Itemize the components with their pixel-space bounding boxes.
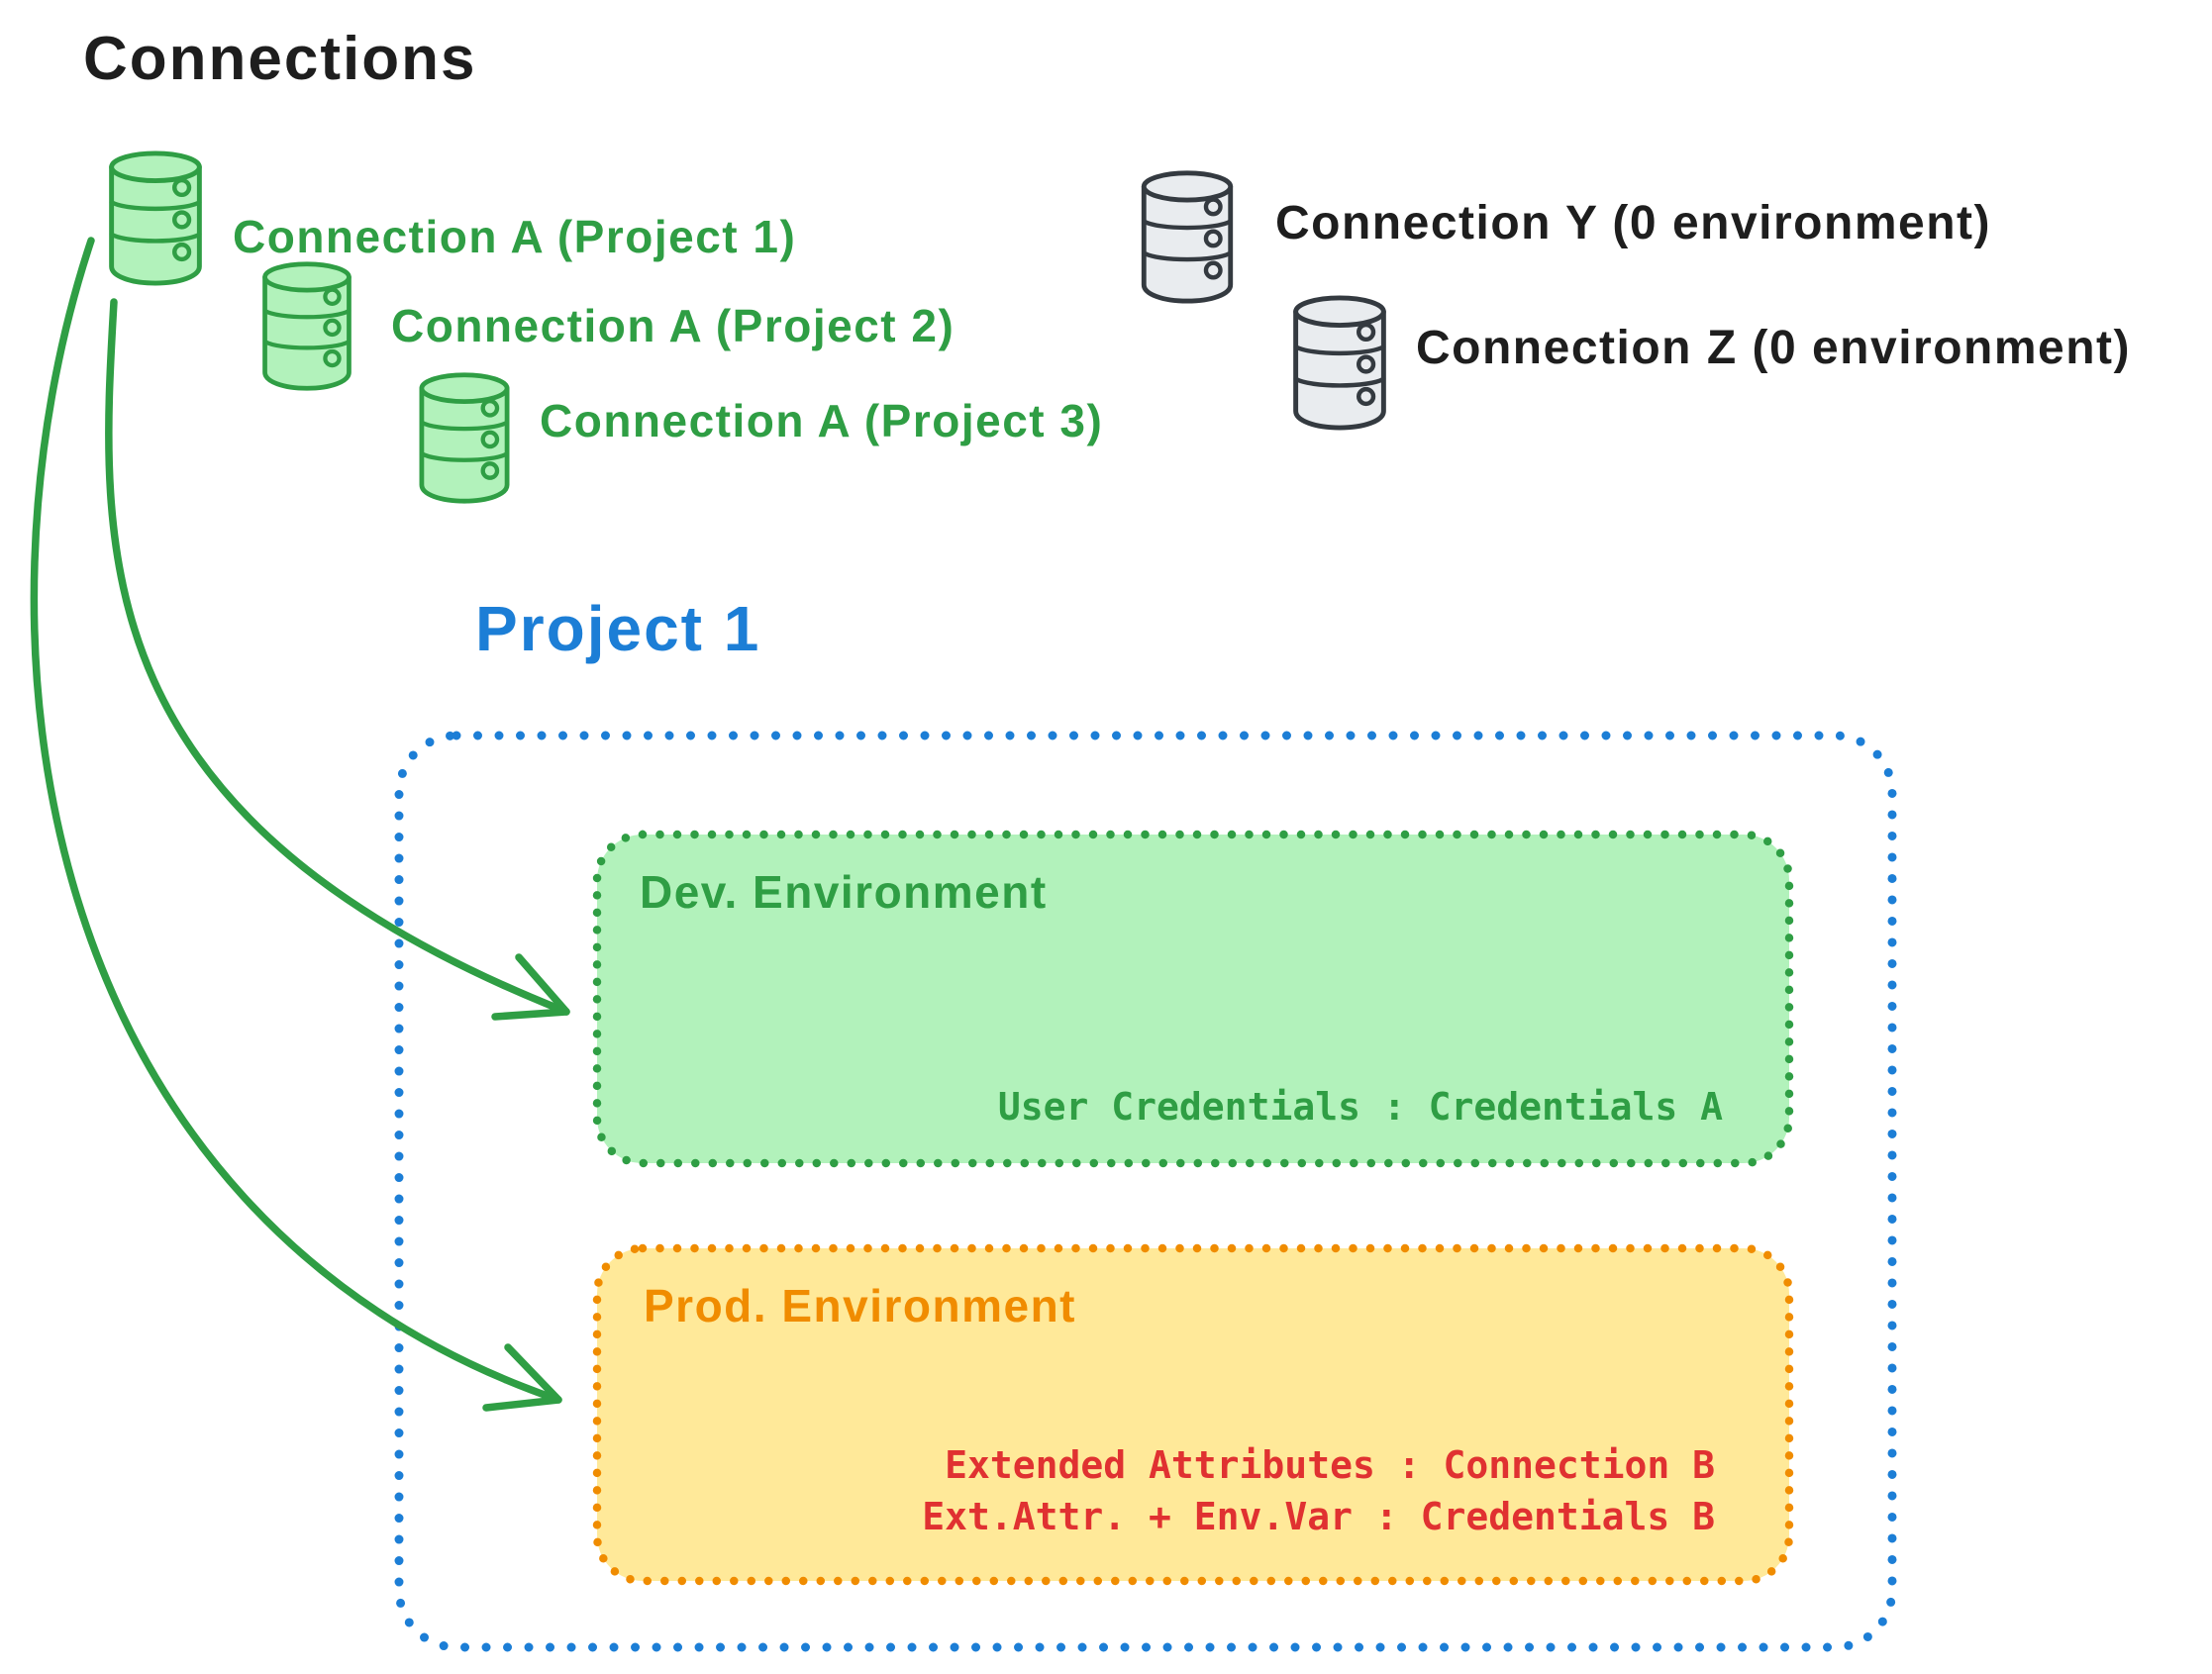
connection-a-project2-label: Connection A (Project 2) — [391, 300, 955, 351]
project1-heading: Project 1 — [475, 593, 761, 664]
prod-env-var-text: Ext.Attr. + Env.Var : Credentials B — [922, 1495, 1715, 1539]
database-icon — [1130, 168, 1245, 305]
arrow-to-dev-environment-head — [491, 953, 570, 1021]
dev-environment-title: Dev. Environment — [640, 866, 1048, 918]
dev-credentials-text: User Credentials : Credentials A — [997, 1085, 1723, 1129]
database-icon — [1282, 293, 1397, 432]
page-title: Connections — [83, 25, 477, 93]
arrow-to-prod-environment-head — [482, 1343, 562, 1412]
connection-a-project1-label: Connection A (Project 1) — [233, 211, 797, 262]
connection-a-project3-label: Connection A (Project 3) — [540, 395, 1104, 446]
database-icon — [99, 148, 212, 287]
connection-y-label: Connection Y (0 environment) — [1275, 197, 1991, 249]
connection-z-label: Connection Z (0 environment) — [1416, 322, 2132, 374]
prod-extended-attributes-text: Extended Attributes : Connection B — [945, 1443, 1715, 1487]
database-icon — [409, 370, 520, 505]
prod-environment-title: Prod. Environment — [644, 1280, 1076, 1331]
database-icon — [250, 259, 364, 392]
